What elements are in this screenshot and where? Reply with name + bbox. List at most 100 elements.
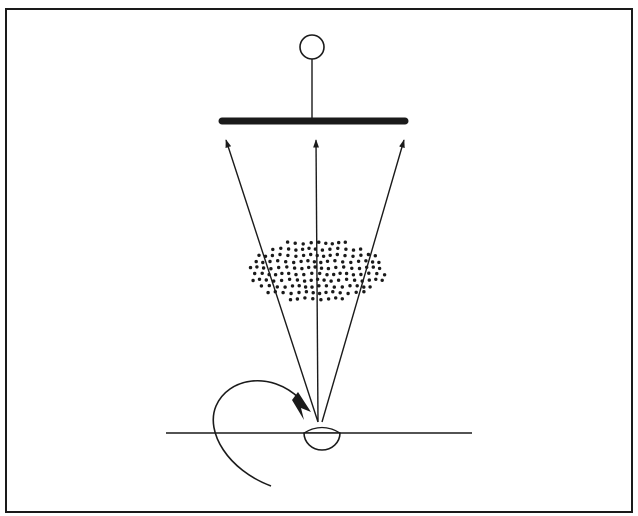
cloud-dot [334, 266, 337, 269]
cloud-dot [253, 272, 256, 275]
hemisphere [304, 433, 340, 450]
cloud-dot [314, 247, 317, 250]
hemisphere-cap [304, 428, 340, 434]
cloud-dot [361, 279, 364, 282]
cloud-dot [265, 278, 268, 281]
cloud-dot [321, 248, 324, 251]
cloud-dot [313, 260, 316, 263]
cloud-dot [367, 253, 370, 256]
cloud-dot [284, 260, 287, 263]
cloud-dot [333, 285, 336, 288]
cloud-dot [298, 284, 301, 287]
cloud-dot [289, 298, 292, 301]
cloud-dot [317, 284, 320, 287]
cloud-dot [303, 279, 306, 282]
cloud-dot [326, 260, 329, 263]
cloud-dot [365, 266, 368, 269]
cloud-dot [294, 255, 297, 258]
cloud-dot [287, 247, 290, 250]
cloud-dot [277, 266, 280, 269]
cloud-dot [348, 284, 351, 287]
cloud-dot [302, 254, 305, 257]
cloud-dot [261, 272, 264, 275]
cloud-dot [381, 279, 384, 282]
cloud-dot [358, 267, 361, 270]
cloud-dot [331, 290, 334, 293]
cloud-dot [293, 266, 296, 269]
ray-center [316, 140, 318, 422]
cloud-dot [359, 254, 362, 257]
cloud-dot [288, 278, 291, 281]
cloud-dot [311, 297, 314, 300]
cloud-dot [296, 297, 299, 300]
cloud-dot [271, 248, 274, 251]
cloud-dot [267, 273, 270, 276]
cloud-dot [343, 254, 346, 257]
cloud-dot [341, 297, 344, 300]
cloud-dot [378, 267, 381, 270]
cloud-dot [357, 260, 360, 263]
cloud-dot [337, 241, 340, 244]
cloud-dot [294, 273, 297, 276]
cloud-dot [338, 272, 341, 275]
cloud-dot [375, 272, 378, 275]
cloud-dot [322, 278, 325, 281]
cloud-dot [324, 242, 327, 245]
cloud-dot [353, 279, 356, 282]
cloud-dot [264, 255, 267, 258]
cloud-dot [310, 241, 313, 244]
cloud-dot [313, 265, 316, 268]
cloud-dot [372, 265, 375, 268]
cloud-dot [276, 285, 279, 288]
cloud-dot [269, 267, 272, 270]
cloud-dot [316, 254, 319, 257]
cloud-dot [356, 284, 359, 287]
cloud-dot [316, 278, 319, 281]
cloud-dot [302, 242, 305, 245]
cloud-dot [281, 291, 284, 294]
cloud-dot [318, 272, 321, 275]
cloud-dot [374, 278, 377, 281]
cloud-dot [368, 285, 371, 288]
cloud-dot [297, 291, 300, 294]
cloud-dot [271, 254, 274, 257]
cloud-dot [332, 273, 335, 276]
cloud-dot [341, 285, 344, 288]
cloud-dot [279, 247, 282, 250]
cloud-dot [260, 284, 263, 287]
cloud-dot [324, 291, 327, 294]
cloud-dot [345, 278, 348, 281]
cloud-dot [337, 279, 340, 282]
cloud-dot [362, 290, 365, 293]
cloud-dot [344, 248, 347, 251]
cloud-dot [305, 290, 308, 293]
cloud-dot [289, 292, 292, 295]
cloud-dot [301, 248, 304, 251]
cloud-dot [286, 254, 289, 257]
cloud-dot [272, 279, 275, 282]
cloud-dot [310, 272, 313, 275]
cloud-dot [342, 265, 345, 268]
cloud-dot [258, 278, 261, 281]
cloud-dot [257, 254, 260, 257]
curved-arrow-head [292, 392, 311, 420]
cloud-dot [312, 291, 315, 294]
cloud-dot [309, 253, 312, 256]
cloud-dot [303, 296, 306, 299]
cloud-dot [377, 261, 380, 264]
cloud-dot [329, 254, 332, 257]
cloud-dot [325, 284, 328, 287]
cloud-dot [294, 242, 297, 245]
cloud-dot [359, 273, 362, 276]
cloud-dot [278, 253, 281, 256]
cloud-dot [306, 259, 309, 262]
cloud-dot [352, 248, 355, 251]
cloud-dot [349, 261, 352, 264]
cloud-dot [359, 247, 362, 250]
cloud-dot [261, 261, 264, 264]
cloud-dot [285, 265, 288, 268]
cloud-dot [317, 241, 320, 244]
cloud-dot [374, 254, 377, 257]
cloud-dot [334, 296, 337, 299]
